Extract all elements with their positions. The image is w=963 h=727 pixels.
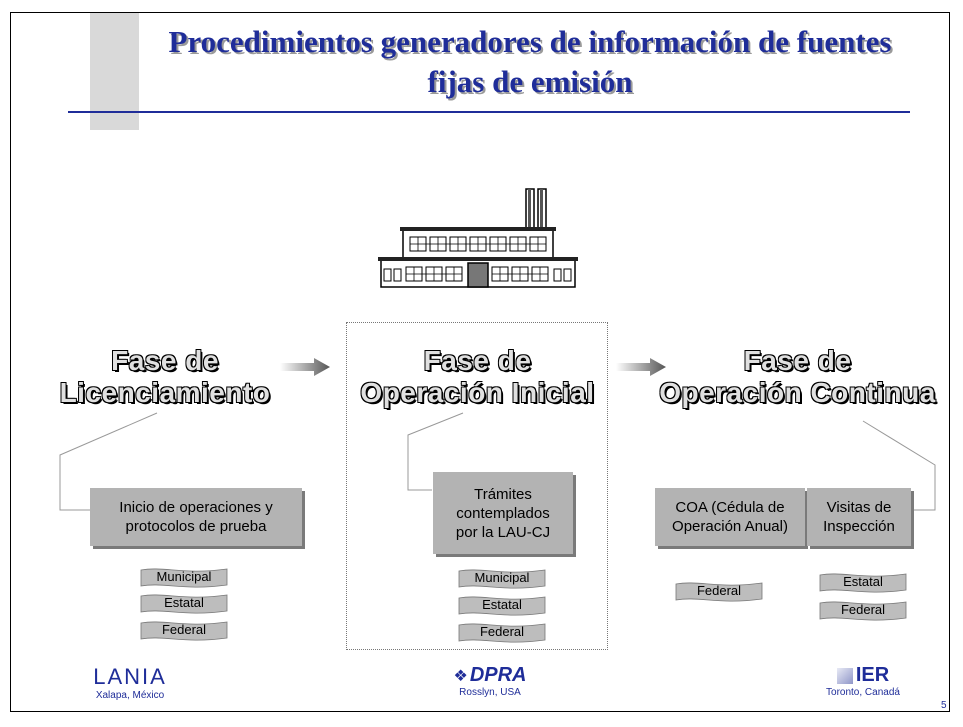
title-side-bar bbox=[90, 13, 139, 130]
dpra-logo: ❖ DPRA Rosslyn, USA bbox=[440, 664, 540, 698]
flag-shape bbox=[675, 582, 763, 602]
flag-municipal: Municipal bbox=[139, 566, 229, 588]
ier-city: Toronto, Canadá bbox=[826, 687, 900, 698]
phase-licensing-line1: Fase de bbox=[111, 345, 219, 376]
lania-logo: LANIA Xalapa, México bbox=[80, 664, 180, 701]
phase-continuous-line1: Fase de bbox=[743, 345, 852, 376]
flag-estatal: Estatal bbox=[457, 594, 547, 616]
flag-shape bbox=[819, 601, 907, 621]
flag-label: Estatal bbox=[843, 574, 883, 589]
phase-initial-title: Fase de Operación Inicial bbox=[340, 345, 615, 409]
arrow-right-icon bbox=[280, 358, 330, 376]
ier-logo: IER Toronto, Canadá bbox=[808, 664, 918, 698]
lania-wordmark: LANIA bbox=[93, 664, 167, 689]
flag-federal: Federal bbox=[139, 619, 229, 641]
flag-label: Federal bbox=[161, 622, 207, 637]
flag-shape bbox=[458, 596, 546, 616]
flag-shape bbox=[140, 621, 228, 641]
phase-continuous-title: Fase de Operación Continua bbox=[655, 345, 940, 409]
ier-square-icon bbox=[836, 667, 853, 684]
phase-initial-line1: Fase de bbox=[423, 345, 532, 376]
box-coa-text: COA (Cédula de Operación Anual) bbox=[672, 499, 788, 535]
flag-estatal: Estatal bbox=[818, 571, 908, 593]
dpra-wordmark: DPRA bbox=[469, 664, 527, 686]
dpra-diamond-icon: ❖ bbox=[453, 667, 468, 685]
flag-estatal: Estatal bbox=[139, 592, 229, 614]
flag-label: Estatal bbox=[482, 597, 522, 612]
flag-shape bbox=[458, 623, 546, 643]
flag-shape bbox=[458, 569, 546, 589]
page-number: 5 bbox=[941, 700, 947, 711]
lania-city: Xalapa, México bbox=[95, 690, 165, 701]
initial-phase-frame bbox=[346, 322, 608, 650]
box-licensing-start: Inicio de operaciones y protocolos de pr… bbox=[90, 488, 302, 546]
box-initial-text: Trámites contemplados por la LAU-CJ bbox=[455, 485, 551, 541]
box-initial-procedures: Trámites contemplados por la LAU-CJ bbox=[433, 472, 573, 554]
flag-shape bbox=[140, 594, 228, 614]
flag-label: Municipal bbox=[156, 569, 212, 584]
flag-label: Municipal bbox=[474, 570, 530, 585]
phase-continuous-line2: Operación Continua bbox=[659, 377, 936, 408]
flag-label: Federal bbox=[696, 583, 742, 598]
box-licensing-text: Inicio de operaciones y protocolos de pr… bbox=[119, 499, 273, 535]
flag-label: Federal bbox=[479, 624, 525, 639]
dpra-city: Rosslyn, USA bbox=[459, 687, 521, 698]
phase-licensing-line2: Licenciamiento bbox=[59, 377, 271, 408]
flag-federal: Federal bbox=[674, 580, 764, 602]
box-coa: COA (Cédula de Operación Anual) bbox=[655, 488, 805, 546]
box-visits: Visitas de Inspección bbox=[807, 488, 911, 546]
slide-title: Procedimientos generadores de informació… bbox=[168, 24, 892, 99]
flag-shape bbox=[140, 568, 228, 588]
flag-municipal: Municipal bbox=[457, 567, 547, 589]
flag-shape bbox=[819, 573, 907, 593]
phase-initial-line2: Operación Inicial bbox=[360, 377, 595, 408]
arrow-right-icon bbox=[616, 358, 666, 376]
phase-licensing-title: Fase de Licenciamiento bbox=[30, 345, 300, 409]
flag-label: Estatal bbox=[164, 595, 204, 610]
title-underline bbox=[68, 111, 910, 113]
dpra-mark: ❖ DPRA bbox=[440, 664, 540, 687]
flag-federal: Federal bbox=[457, 621, 547, 643]
ier-mark: IER bbox=[808, 664, 918, 687]
factory-icon bbox=[378, 188, 578, 288]
ier-wordmark: IER bbox=[855, 664, 890, 686]
flag-label: Federal bbox=[840, 602, 886, 617]
flag-federal: Federal bbox=[818, 599, 908, 621]
box-visits-text: Visitas de Inspección bbox=[823, 499, 895, 535]
